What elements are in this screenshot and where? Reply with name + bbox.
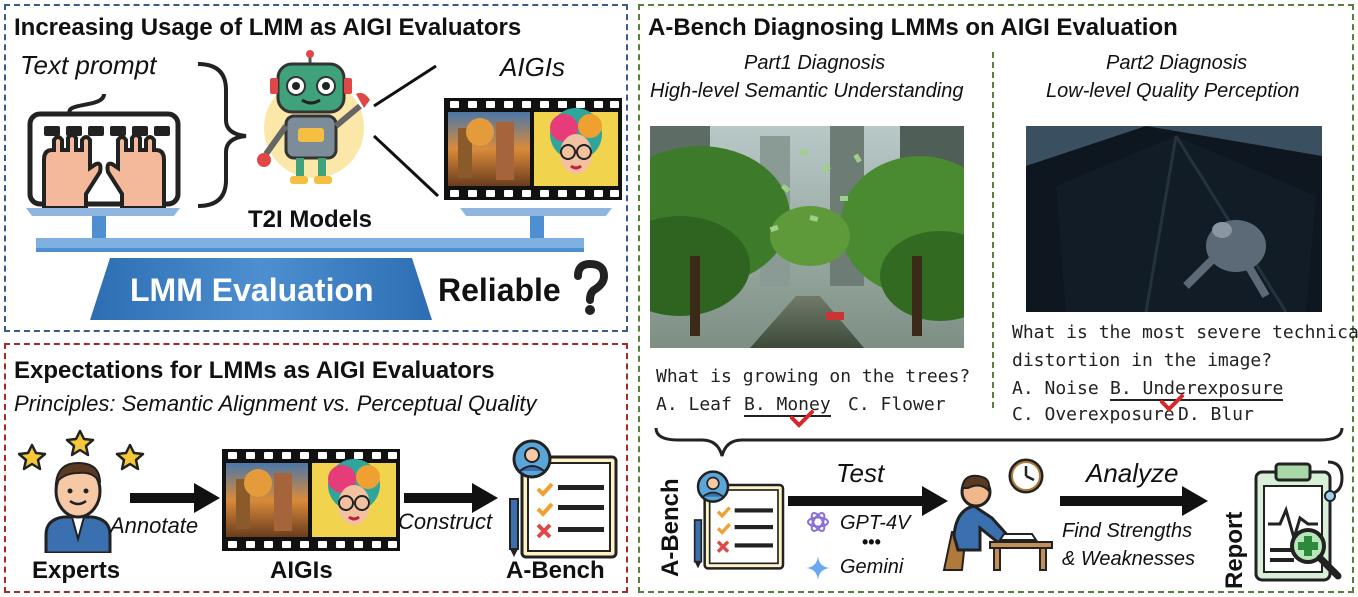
test-arrow (788, 484, 950, 518)
aigi-film-strip (444, 98, 622, 200)
brace-icon (192, 60, 252, 210)
keyboard-hands-icon (24, 90, 184, 210)
robot-icon (252, 50, 382, 190)
annotate-label: Annotate (110, 513, 199, 538)
gpt4v-label: GPT-4V (840, 512, 911, 534)
report-rotated-label: Report (1221, 511, 1248, 589)
money-tree-street-image (650, 126, 964, 348)
part2-option-a: A. Noise (1012, 378, 1099, 399)
researcher-studying-icon (940, 458, 1054, 572)
part2-question-line1: What is the most severe technical (1012, 322, 1358, 343)
balance-scale (12, 204, 624, 260)
part-divider (992, 52, 994, 408)
find-strengths-line2: & Weaknesses (1062, 548, 1196, 570)
star-rating-icon (18, 429, 150, 479)
aigi-film-strip (222, 449, 400, 551)
merge-brace (654, 426, 1344, 458)
panel-title: Expectations for LMMs as AIGI Evaluators (14, 357, 495, 384)
aigis-label: AIGIs (270, 557, 333, 584)
panel-expectations: Expectations for LMMs as AIGI Evaluators… (4, 343, 628, 593)
abench-clipboard-icon (688, 468, 788, 572)
panel-title: Increasing Usage of LMM as AIGI Evaluato… (14, 14, 522, 41)
more-models-ellipsis: ••• (862, 532, 881, 552)
part2-question-line2: distortion in the image? (1012, 350, 1273, 371)
part1-option-b: B. Money (744, 394, 831, 417)
lmm-evaluation-base (86, 256, 436, 322)
part2-subheading: Low-level Quality Perception (1046, 80, 1300, 102)
test-label: Test (836, 458, 885, 488)
gemini-icon (806, 556, 830, 580)
experts-label: Experts (32, 557, 121, 584)
part1-option-a: A. Leaf (656, 394, 732, 415)
text-prompt-label: Text prompt (20, 50, 157, 80)
analyze-arrow (1060, 484, 1210, 518)
gemini-label: Gemini (840, 556, 904, 578)
part2-option-b: B. Underexposure (1110, 378, 1284, 401)
abench-clipboard-icon (502, 439, 622, 559)
medical-report-icon (1250, 458, 1350, 586)
part1-subheading: High-level Semantic Understanding (650, 80, 964, 102)
part1-option-c: C. Flower (848, 394, 946, 415)
correct-check-icon (1160, 394, 1184, 412)
part2-option-d: D. Blur (1178, 404, 1254, 425)
question-mark-icon (570, 260, 610, 316)
find-strengths-line1: Find Strengths (1062, 520, 1193, 542)
aigis-label: AIGIs (500, 52, 566, 82)
lmm-evaluation-label: LMM Evaluation (130, 272, 374, 308)
connector-lines (372, 62, 442, 202)
t2i-models-label: T2I Models (248, 206, 373, 233)
part1-question: What is growing on the trees? (656, 366, 971, 387)
panel-title: A-Bench Diagnosing LMMs on AIGI Evaluati… (648, 14, 1178, 41)
abench-label: A-Bench (506, 557, 605, 584)
underexposed-figure-image (1026, 126, 1322, 312)
principles-text: Principles: Semantic Alignment vs. Perce… (14, 391, 537, 416)
reliable-label: Reliable (438, 272, 561, 308)
part2-heading: Part2 Diagnosis (1106, 52, 1248, 74)
annotate-arrow (130, 481, 222, 515)
panel-increasing-usage: Increasing Usage of LMM as AIGI Evaluato… (4, 4, 628, 332)
gpt4v-icon (806, 510, 830, 534)
abench-rotated-label: A-Bench (657, 478, 684, 577)
panel-abench-diagnosing: A-Bench Diagnosing LMMs on AIGI Evaluati… (638, 4, 1358, 593)
construct-arrow (404, 481, 500, 515)
part1-heading: Part1 Diagnosis (744, 52, 886, 74)
part2-option-c: C. Overexposure (1012, 404, 1175, 425)
analyze-label: Analyze (1086, 458, 1179, 488)
correct-check-icon (790, 410, 814, 428)
construct-label: Construct (398, 509, 493, 534)
expert-avatar-icon (42, 457, 114, 553)
